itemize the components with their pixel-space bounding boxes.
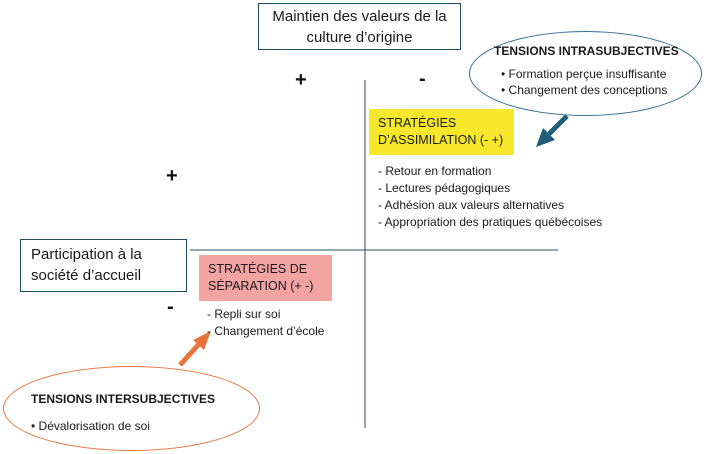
horizontal-axis-label: Participation à la société d’accueil	[20, 239, 187, 292]
list-item: Formation perçue insuffisante	[501, 66, 667, 82]
assimilation-list: Retour en formation Lectures pédagogique…	[378, 163, 602, 231]
separation-list: Repli sur soi Changement d’école	[207, 306, 324, 340]
separation-title-line2: SÉPARATION (+ -)	[208, 279, 314, 293]
horizontal-minus-sign: -	[167, 296, 174, 318]
intersubjective-tensions-ellipse: TENSIONS INTERSUBJECTIVES Dévalorisation…	[3, 366, 260, 451]
horizontal-plus-sign: +	[166, 165, 178, 187]
assimilation-title-line2: D’ASSIMILATION (- +)	[378, 133, 504, 147]
list-item: Retour en formation	[378, 163, 602, 180]
list-item: Appropriation des pratiques québécoises	[378, 214, 602, 231]
list-item: Changement d’école	[207, 323, 324, 340]
vertical-plus-sign: +	[295, 69, 307, 91]
intrasubjective-arrow	[536, 114, 569, 147]
separation-title-line1: STRATÉGIES DE	[208, 262, 308, 276]
vertical-minus-sign: -	[419, 68, 426, 90]
list-item: Dévalorisation de soi	[31, 418, 150, 434]
intrasubjective-tensions-ellipse: TENSIONS INTRASUBJECTIVES Formation perç…	[469, 31, 702, 116]
list-item: Adhésion aux valeurs alternatives	[378, 197, 602, 214]
intrasubjective-title: TENSIONS INTRASUBJECTIVES	[494, 44, 679, 58]
vertical-axis-label-text: Maintien des valeurs de la culture d’ori…	[272, 8, 447, 46]
list-item: Lectures pédagogiques	[378, 180, 602, 197]
intersubjective-title: TENSIONS INTERSUBJECTIVES	[31, 392, 216, 406]
separation-strategy-box: STRATÉGIES DE SÉPARATION (+ -)	[199, 255, 332, 301]
list-item: Changement des conceptions	[501, 82, 668, 98]
assimilation-strategy-box: STRATÉGIES D’ASSIMILATION (- +)	[369, 109, 514, 155]
assimilation-title-line1: STRATÉGIES	[378, 116, 457, 130]
intersubjective-list: Dévalorisation de soi	[31, 418, 150, 434]
vertical-axis-label: Maintien des valeurs de la culture d’ori…	[258, 3, 461, 50]
intrasubjective-list: Formation perçue insuffisante Changement…	[501, 66, 668, 98]
list-item: Repli sur soi	[207, 306, 324, 323]
horizontal-axis-label-text: Participation à la société d’accueil	[31, 246, 142, 284]
